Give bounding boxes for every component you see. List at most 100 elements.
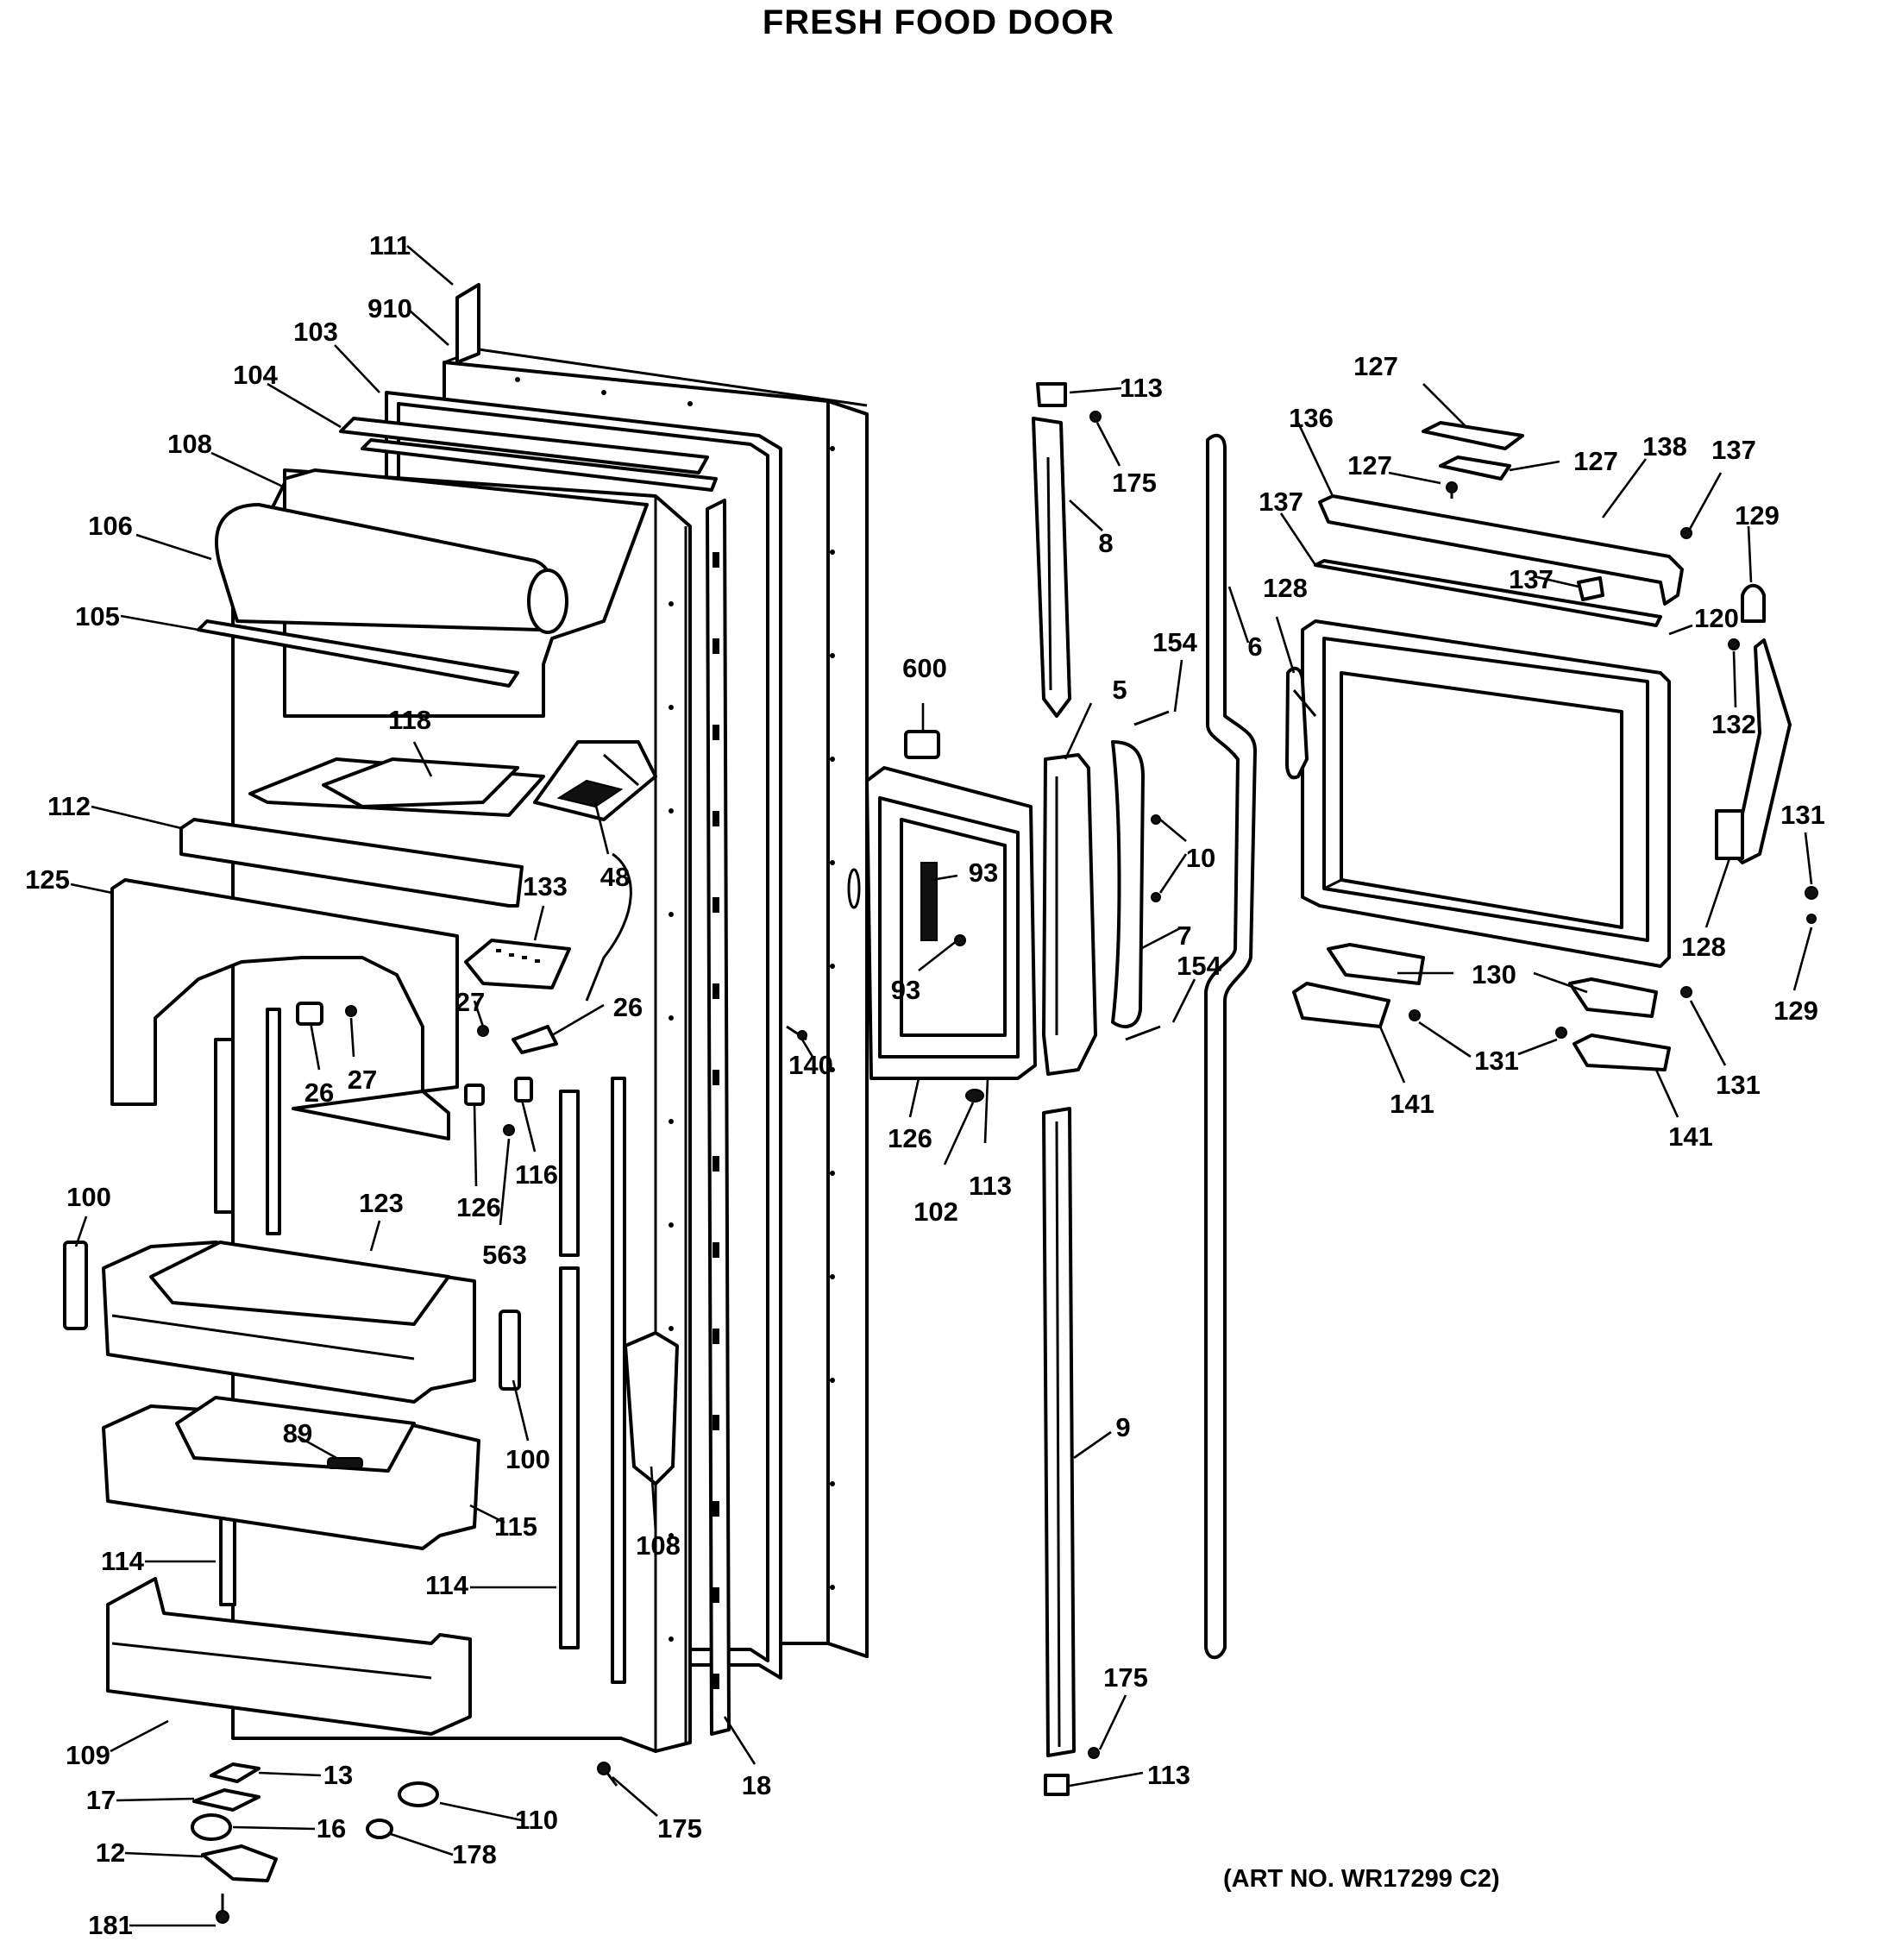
callout-127b: 127	[1347, 450, 1392, 481]
callout-93b: 93	[891, 975, 920, 1005]
callout-100b: 100	[505, 1444, 550, 1474]
callout-116: 116	[515, 1159, 558, 1190]
callout-113b: 113	[1120, 373, 1163, 403]
callout-102: 102	[913, 1197, 958, 1227]
part-48	[533, 740, 657, 1002]
callout-127c: 127	[1573, 446, 1618, 476]
bin-109	[106, 1577, 472, 1736]
callout-114a: 114	[101, 1546, 145, 1576]
clips	[296, 1002, 558, 1136]
leader-lines	[70, 245, 1813, 1927]
rail-112	[179, 818, 524, 908]
handle-parts	[1032, 382, 1170, 1796]
callout-89: 89	[283, 1418, 312, 1448]
callout-120: 120	[1694, 603, 1739, 633]
callout-27b: 27	[348, 1065, 377, 1095]
callout-12: 12	[96, 1838, 125, 1868]
callout-131a: 131	[1780, 800, 1825, 830]
callout-132: 132	[1711, 709, 1756, 739]
callout-600: 600	[902, 653, 947, 683]
callout-118: 118	[388, 705, 431, 735]
callout-labels: 111 910 103 104 108 106 105 118 112 48 1…	[25, 230, 1825, 1940]
callout-27a: 27	[455, 987, 485, 1017]
callout-130: 130	[1472, 959, 1516, 989]
callout-128b: 128	[1681, 932, 1726, 962]
art-number: (ART NO. WR17299 C2)	[1223, 1865, 1500, 1893]
callout-26a: 26	[613, 992, 643, 1022]
callout-108: 108	[167, 429, 212, 459]
dairy-compartment	[197, 468, 649, 718]
callout-104: 104	[233, 360, 278, 390]
bin-115	[102, 1396, 480, 1550]
callout-138: 138	[1642, 431, 1687, 462]
callout-5: 5	[1112, 675, 1127, 705]
part-100	[63, 1241, 521, 1391]
callout-93a: 93	[969, 858, 998, 888]
callout-129b: 129	[1773, 996, 1818, 1026]
bin-123	[102, 1241, 476, 1404]
top-rails	[339, 417, 718, 492]
callout-114b: 114	[425, 1570, 469, 1600]
callout-127a: 127	[1353, 351, 1398, 381]
callout-6: 6	[1247, 631, 1262, 662]
callout-126a: 126	[456, 1192, 501, 1222]
part-600	[904, 730, 940, 759]
callout-106: 106	[88, 511, 133, 541]
strip-18	[706, 499, 731, 1736]
callout-137a: 137	[1711, 435, 1756, 465]
callout-175a: 175	[657, 1813, 702, 1844]
callout-563: 563	[482, 1240, 527, 1270]
callout-131d: 131	[1716, 1070, 1761, 1100]
callout-175b: 175	[1112, 468, 1157, 498]
callout-137c: 137	[1509, 564, 1554, 594]
callout-133: 133	[523, 871, 568, 901]
callout-48: 48	[600, 862, 630, 892]
callout-105: 105	[75, 601, 120, 631]
callout-10: 10	[1186, 843, 1215, 873]
callout-113a: 113	[969, 1171, 1012, 1201]
frame-126	[865, 766, 1037, 1102]
gasket-6	[1204, 433, 1257, 1660]
callout-181: 181	[88, 1910, 133, 1940]
callout-100a: 100	[66, 1182, 111, 1212]
callout-128a: 128	[1263, 573, 1308, 603]
callout-910: 910	[367, 293, 412, 324]
callout-108b: 108	[636, 1530, 681, 1561]
callout-140: 140	[788, 1050, 833, 1080]
callout-178: 178	[452, 1839, 497, 1869]
callout-16: 16	[317, 1813, 346, 1844]
callout-141a: 141	[1390, 1089, 1434, 1119]
cover-136	[1314, 421, 1692, 627]
callout-113c: 113	[1147, 1760, 1190, 1790]
hinge-bracket	[1292, 943, 1692, 1071]
part-133	[464, 939, 571, 989]
door-120	[1301, 619, 1671, 968]
hinge-parts	[191, 1762, 278, 1924]
callout-109: 109	[66, 1740, 110, 1770]
callout-137b: 137	[1259, 487, 1303, 517]
callout-18: 18	[742, 1770, 771, 1800]
callout-9: 9	[1115, 1412, 1130, 1442]
hinge-arms	[1285, 583, 1818, 924]
callout-26b: 26	[304, 1077, 334, 1108]
callout-123: 123	[359, 1188, 404, 1218]
callout-7: 7	[1177, 920, 1191, 951]
bracket-125	[110, 878, 459, 1140]
top-trim-111	[455, 283, 480, 364]
callout-126b: 126	[888, 1123, 932, 1153]
callout-154b: 154	[1177, 951, 1221, 981]
callout-141b: 141	[1668, 1121, 1713, 1152]
callout-175c: 175	[1103, 1662, 1148, 1693]
callout-110: 110	[515, 1805, 558, 1835]
callout-8: 8	[1098, 528, 1113, 558]
callout-103: 103	[293, 317, 338, 347]
diagram-title: FRESH FOOD DOOR	[762, 3, 1115, 41]
callout-111: 111	[369, 230, 411, 261]
callout-17: 17	[86, 1785, 116, 1815]
small-parts-bottom	[366, 1762, 618, 1839]
foam-insert-108	[624, 1331, 679, 1486]
callout-131b: 131	[1474, 1046, 1519, 1076]
callout-136: 136	[1289, 403, 1334, 433]
callout-154a: 154	[1152, 627, 1197, 657]
